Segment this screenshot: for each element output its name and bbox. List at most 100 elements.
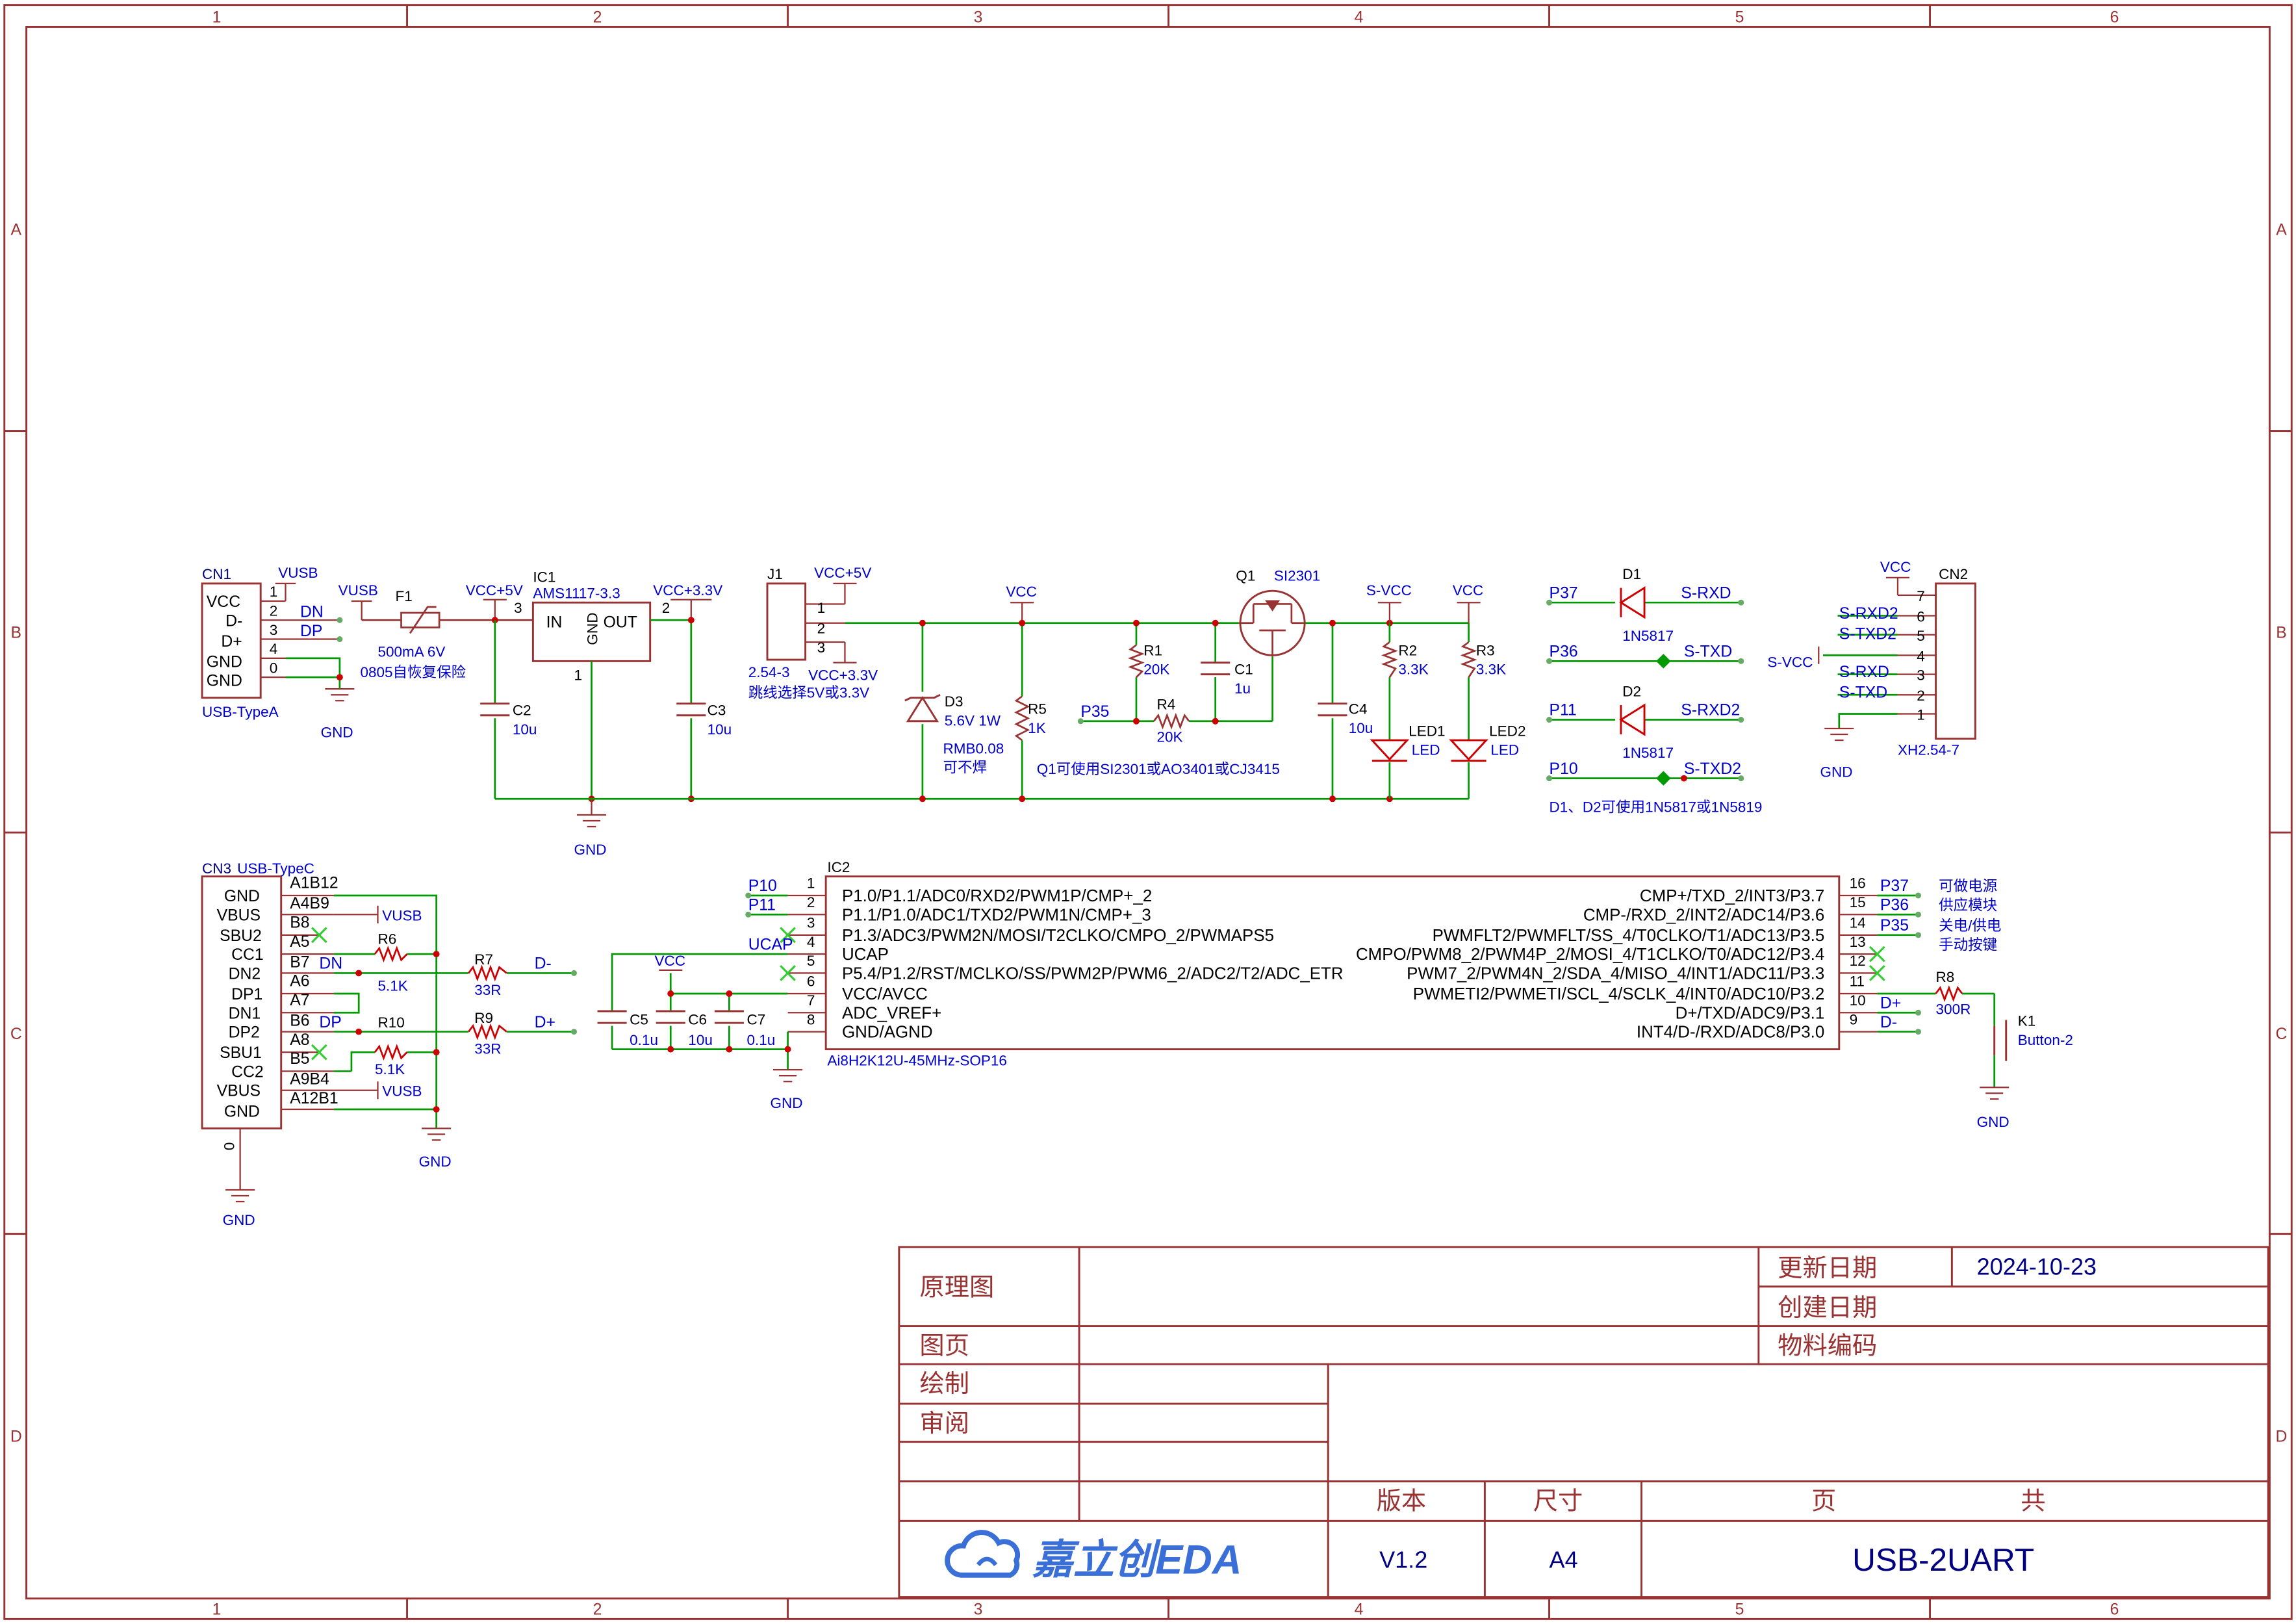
cn3-pin-name: GND xyxy=(224,1103,260,1120)
r9-value: 33R xyxy=(474,1040,501,1057)
row-label-left: D xyxy=(10,1428,22,1446)
ic2-pin-num: 10 xyxy=(1850,992,1866,1009)
net-srxd: S-RXD xyxy=(1681,584,1731,602)
ic2-pin-num: 6 xyxy=(807,973,815,990)
power-switch-section: VCC D3 5.6V 1W RMB0.08 可不焊 R5 1K R1 20K … xyxy=(845,567,1525,803)
q1-value: SI2301 xyxy=(1274,567,1320,584)
cn1-ref: CN1 xyxy=(202,566,231,582)
net-stxd: S-TXD xyxy=(1684,643,1732,661)
c4-value: 10u xyxy=(1349,720,1373,736)
ic2-pin-name: CMP-/RXD_2/INT2/ADC14/P3.6 xyxy=(1583,906,1824,924)
tb-updated-value: 2024-10-23 xyxy=(1977,1254,2097,1280)
ic2-value: Ai8H2K12U-45MHz-SOP16 xyxy=(827,1052,1007,1068)
ic2-pin-num: 3 xyxy=(807,915,815,931)
eda-logo: 嘉立创EDA xyxy=(945,1530,1242,1582)
j1-pin: 3 xyxy=(817,639,826,656)
cn3-gnd-bottom: GND xyxy=(223,1212,255,1228)
d2-ref: D2 xyxy=(1622,683,1641,699)
c2-ref: C2 xyxy=(513,702,531,719)
col-label-top: 2 xyxy=(593,9,602,27)
cn2-gnd: GND xyxy=(1820,764,1853,780)
ic1-gnd: GND xyxy=(585,613,601,645)
cn2-pin: 4 xyxy=(1917,648,1925,664)
tb-reviewed-label: 审阅 xyxy=(919,1409,969,1438)
r7-value: 33R xyxy=(474,982,501,998)
r7-ref: R7 xyxy=(474,951,493,968)
cn1-pin-name: VCC xyxy=(207,593,240,611)
vcc33-label: VCC+3.3V xyxy=(653,582,722,599)
cn3-pin-name: DP2 xyxy=(229,1024,260,1042)
cn3-pin-name: CC2 xyxy=(231,1063,264,1081)
cn3-pin-name: DN2 xyxy=(229,965,261,983)
j1-pin: 1 xyxy=(817,600,826,616)
ic2-pin-num: 2 xyxy=(807,894,815,910)
sheet-frame xyxy=(3,4,2293,1620)
ic2-mcu: IC2 Ai8H2K12U-45MHz-SOP16 1 2 3 4 5 6 7 … xyxy=(597,859,2073,1130)
row-label-left: B xyxy=(11,624,22,641)
logo-text: 嘉立创EDA xyxy=(1032,1537,1242,1582)
ic2-pin-name: INT4/D-/RXD/ADC8/P3.0 xyxy=(1637,1024,1824,1042)
cn3-pin-name: VBUS xyxy=(217,907,261,924)
cn2-label: S-TXD2 xyxy=(1839,626,1896,643)
col-label-bottom: 4 xyxy=(1355,1601,1364,1619)
ic2-pin-name: CMP+/TXD_2/INT3/P3.7 xyxy=(1640,887,1824,905)
r8-ref: R8 xyxy=(1936,969,1955,985)
ic2-pin-name: PWMETI2/PWMETI/SCL_4/SCLK_4/INT0/ADC10/P… xyxy=(1413,985,1824,1003)
col-label-bottom: 1 xyxy=(212,1601,222,1619)
ic2-note: 可做电源 xyxy=(1939,878,1997,894)
cn1-usb-typea: CN1 USB-TypeA VCC D- D+ GND GND 1 2 3 4 … xyxy=(201,565,355,741)
ic2-pin-num: 16 xyxy=(1850,875,1866,892)
j1-jumper: J1 1 2 3 VCC+5V VCC+3.3V 2.54-3 跳线选择5V或3… xyxy=(748,565,878,701)
net-p37: P37 xyxy=(1550,584,1578,602)
cn1-pin-name: GND xyxy=(207,653,242,671)
cn1-pin-name: GND xyxy=(207,673,242,690)
f1-value: 500mA 6V xyxy=(377,644,445,660)
gnd-main-label: GND xyxy=(574,842,607,858)
cn2-pin: 7 xyxy=(1917,588,1925,604)
d2-value: 1N5817 xyxy=(1622,745,1674,761)
j1-pin: 2 xyxy=(817,621,826,637)
ic1-out: OUT xyxy=(604,614,637,632)
tb-part-label: 物料编码 xyxy=(1778,1331,1877,1360)
cn3-dn-label: DN xyxy=(319,955,342,973)
net-p36: P36 xyxy=(1550,643,1578,661)
net-srxd2: S-RXD2 xyxy=(1681,702,1740,719)
ic2-pin-num: 8 xyxy=(807,1011,815,1027)
ic2-note: 供应模块 xyxy=(1939,897,1997,914)
title-block: 原理图 图页 绘制 审阅 更新日期 创建日期 物料编码 版本 尺寸 页 共 20… xyxy=(898,1246,2269,1599)
r10-value: 5.1K xyxy=(375,1061,405,1077)
ic2-net-dplus: D+ xyxy=(1880,995,1901,1012)
r3-ref: R3 xyxy=(1476,642,1495,658)
cn3-pin-name: GND xyxy=(224,888,260,905)
c3-ref: C3 xyxy=(708,702,726,719)
ic2-net-p37: P37 xyxy=(1880,877,1909,895)
k1-gnd: GND xyxy=(1977,1114,2009,1130)
cn3-pin-num: B8 xyxy=(290,914,309,932)
cn2-vcc: VCC xyxy=(1880,559,1911,575)
j1-ref: J1 xyxy=(767,566,783,582)
r2-value: 3.3K xyxy=(1398,662,1428,678)
cn3-pin-num: A6 xyxy=(290,973,309,990)
f1-note: 0805自恢复保险 xyxy=(360,664,466,680)
cn1-pin-num: 3 xyxy=(270,622,278,638)
border-labels: 1 2 3 4 5 6 1 2 3 4 5 6 A B C D A B C D xyxy=(10,9,2288,1619)
cn2-value: XH2.54-7 xyxy=(1898,742,1959,758)
cn2-connector: CN2 XH2.54-7 VCC S-VCC GND 7 6 5 4 3 2 1… xyxy=(1767,559,1976,780)
f1-ref: F1 xyxy=(396,588,413,604)
tb-drawn-label: 绘制 xyxy=(919,1369,969,1398)
output-diodes-section: D1 1N5817 D2 1N5817 P37 S-RXD P36 S-TXD … xyxy=(1546,566,1762,816)
c6-ref: C6 xyxy=(688,1011,707,1027)
ic2-vcc: VCC xyxy=(654,953,685,969)
cn3-dp-label: DP xyxy=(319,1014,341,1031)
cn3-zero: 0 xyxy=(222,1142,238,1151)
ic2-pin-num: 15 xyxy=(1850,894,1866,910)
ic2-pin-num: 1 xyxy=(807,875,815,892)
row-label-right: C xyxy=(2276,1025,2288,1043)
cn3-pin-name: DP1 xyxy=(231,986,262,1003)
ic1-pin-out: 2 xyxy=(662,600,670,616)
led1-ref: LED1 xyxy=(1409,723,1445,739)
cn3-pin-num: A4B9 xyxy=(290,895,329,912)
j1-note: 跳线选择5V或3.3V xyxy=(748,685,869,701)
vcc5-label: VCC+5V xyxy=(466,582,523,599)
